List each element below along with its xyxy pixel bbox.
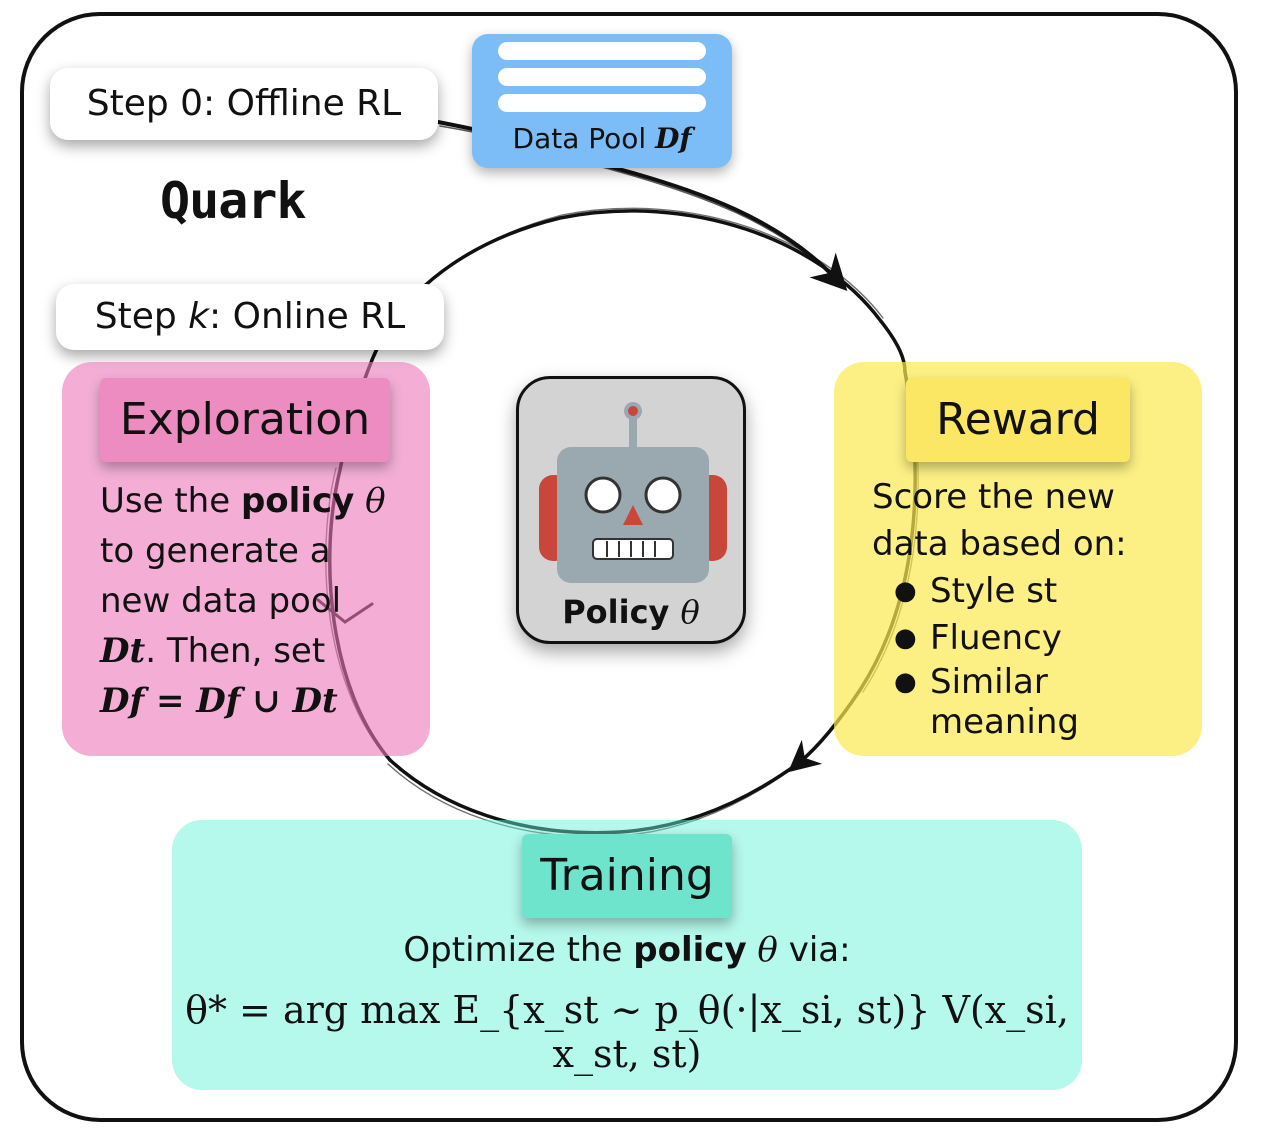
exploration-line2: to generate a [100, 531, 331, 571]
data-pool-label: Data Pool Df [472, 122, 732, 155]
reward-criteria-list: Style st Fluency Similar meaning [872, 568, 1192, 742]
exploration-heading: Exploration [100, 378, 390, 462]
step0-text: Step 0: Offline RL [86, 83, 402, 124]
reward-criterion-fluency: Fluency [872, 615, 1192, 662]
data-pool-stripe [498, 42, 706, 60]
exploration-line4-sym: Dt [100, 631, 146, 671]
exploration-line1-c: θ [354, 481, 386, 521]
step0-label: Step 0: Offline RL [50, 68, 438, 140]
exploration-line1-a: Use the [100, 481, 241, 521]
exploration-line5: Df = Df ∪ Dt [100, 681, 338, 721]
stepk-prefix: Step [94, 296, 189, 337]
robot-icon [539, 402, 727, 583]
policy-label-text: Policy [562, 593, 681, 631]
cycle-arc-top [370, 209, 907, 374]
policy-label: Policy θ [519, 593, 743, 631]
exploration-text: Use the policy θ to generate a new data … [100, 476, 420, 726]
training-objective-formula: θ* = arg max E_{x_st ~ p_θ(·|x_si, st)} … [185, 988, 1069, 1076]
reward-heading: Reward [906, 378, 1130, 462]
training-text-b: policy [633, 930, 747, 970]
policy-card: Policy θ [516, 376, 746, 644]
reward-line2: data based on: [872, 524, 1127, 564]
data-pool-stripe [498, 94, 706, 112]
stepk-suffix: : Online RL [209, 296, 406, 337]
data-pool-text: Data Pool [512, 122, 656, 155]
training-heading: Training [522, 834, 732, 918]
reward-criterion-style: Style st [872, 568, 1192, 615]
stepk-var: k [188, 296, 210, 337]
diagram-title: Quark [160, 172, 307, 230]
data-pool-box: Data Pool Df [472, 34, 732, 168]
exploration-line1-b: policy [240, 481, 355, 521]
data-pool-stripe [498, 68, 706, 86]
stepk-label: Step k: Online RL [56, 284, 444, 350]
exploration-line3: new data pool [100, 581, 342, 621]
cycle-arc-bottom [388, 758, 802, 835]
training-text-a: Optimize the [403, 930, 634, 970]
exploration-line4-rest: . Then, set [145, 631, 326, 671]
training-text-c: θ [746, 930, 778, 970]
reward-text: Score the new data based on: Style st Fl… [872, 474, 1192, 742]
data-pool-symbol: Df [655, 122, 692, 155]
reward-line1: Score the new [872, 477, 1115, 517]
training-text: Optimize the policy θ via: [172, 930, 1082, 970]
reward-criterion-meaning: Similar meaning [872, 662, 1100, 742]
policy-symbol: θ [680, 593, 700, 631]
training-text-d: via: [777, 930, 851, 970]
